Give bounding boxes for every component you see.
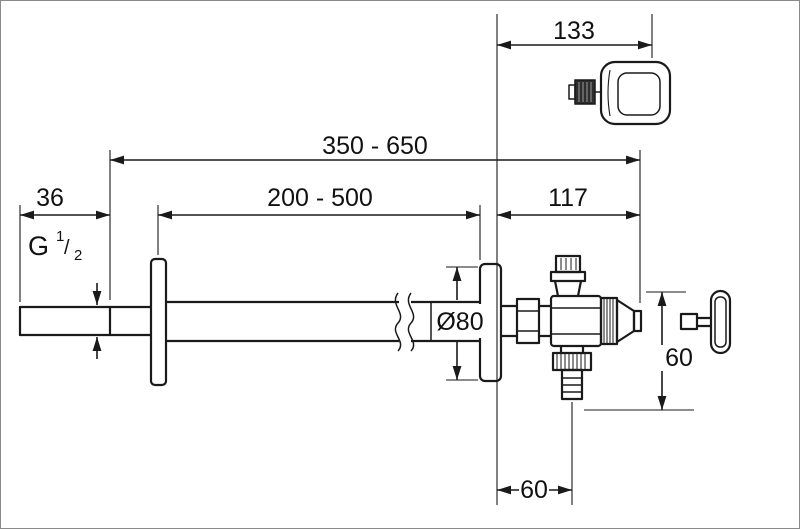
valve-body — [499, 254, 643, 401]
handle-knob-inner — [617, 72, 661, 116]
dim-label-diameter: Ø80 — [436, 308, 483, 336]
dim-label-117: 117 — [548, 184, 588, 212]
dim-label-setback-60: 60 — [520, 476, 548, 504]
telescopic-pipe — [164, 292, 482, 352]
dimension-handle-offset: 133 — [497, 17, 652, 50]
handle-stem-tip — [568, 84, 576, 100]
dim-label-overall: 350 - 650 — [322, 132, 428, 160]
valve-spout-tip — [632, 309, 643, 333]
valve-main-body — [549, 294, 603, 348]
dimension-tail-length: 36 — [19, 184, 110, 302]
pipe-break-line — [407, 292, 415, 352]
pipe-break-line — [394, 292, 402, 352]
valve-hex-nut — [515, 297, 541, 345]
supply-pipe — [18, 305, 153, 337]
thread-slash: / — [64, 237, 70, 259]
handle-knurled-stem — [574, 79, 596, 105]
operating-key — [679, 289, 732, 355]
valve-spout-cone — [615, 298, 636, 344]
dimension-front-projection: 117 — [497, 184, 640, 220]
key-handle — [709, 289, 732, 355]
thread-size-label: G 1 / 2 — [28, 228, 102, 359]
wall-flange — [149, 257, 168, 387]
dimension-outlet-drop: 60 — [584, 291, 694, 411]
hose-outlet — [551, 344, 593, 401]
dim-label-36: 36 — [36, 184, 64, 212]
handle-knob — [599, 60, 672, 126]
dimension-telescopic-length: 200 - 500 — [157, 184, 481, 260]
dim-label-133: 133 — [553, 17, 595, 45]
valve-top-port — [549, 254, 587, 298]
dimension-outlet-setback: 60 — [497, 402, 573, 505]
dim-label-drop-60: 60 — [665, 344, 693, 372]
reference-lines — [496, 14, 653, 505]
detached-handle — [568, 60, 672, 126]
thread-numerator: 1 — [56, 228, 64, 245]
dim-label-telescopic: 200 - 500 — [267, 184, 373, 212]
dimension-rosette-diameter: Ø80 — [430, 266, 487, 381]
thread-g: G — [28, 231, 49, 261]
key-handle-inner — [714, 296, 727, 348]
valve-knurled-ring — [599, 296, 619, 346]
dimension-overall-length: 350 - 650 — [109, 132, 641, 303]
key-socket — [679, 312, 699, 331]
thread-denominator: 2 — [74, 247, 82, 264]
